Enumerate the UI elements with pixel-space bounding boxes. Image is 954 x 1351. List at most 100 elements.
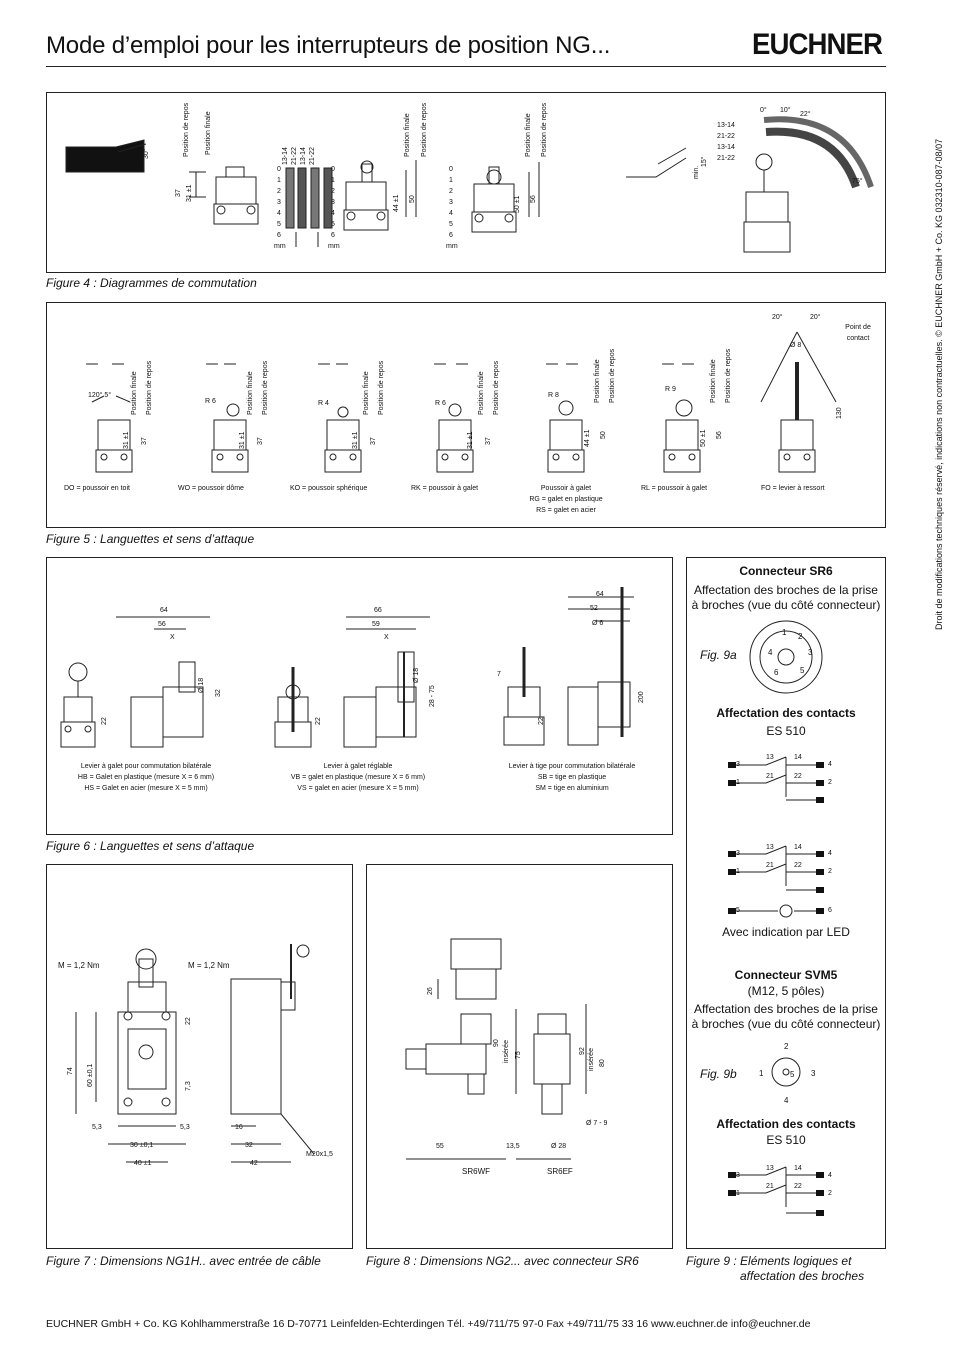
- figure-9-caption-1: Figure 9 : Eléments logiques et: [686, 1254, 852, 1268]
- f6-d64b: 64: [596, 591, 604, 598]
- f4-contact-4: 21-22: [309, 147, 316, 165]
- f5-r9: R 9: [665, 386, 676, 393]
- f7-d53a: 5,3: [92, 1124, 102, 1131]
- sr6-title: Connecteur SR6: [739, 564, 833, 578]
- f5-d37-1: 37: [141, 437, 148, 445]
- c1-t2: 2: [828, 779, 832, 786]
- sr6-pin-5: 5: [800, 666, 805, 675]
- f5-d37-4: 37: [485, 437, 492, 445]
- f4-contact-1: 13-14: [282, 147, 289, 165]
- c3-13: 13: [766, 1165, 774, 1172]
- fig-9b-label: Fig. 9b: [700, 1067, 737, 1081]
- f7-m20: M20x1,5: [306, 1151, 333, 1158]
- f7-d74: 74: [67, 1067, 74, 1075]
- f5-d31-4: 31 ±1: [467, 431, 474, 449]
- f7-d53b: 5,3: [180, 1124, 190, 1131]
- f8-d28: Ø 28: [551, 1143, 567, 1150]
- f4-repos-3: Position de repos: [541, 102, 548, 157]
- f6-label-3: Levier à tige pour commutation bilatéral…: [508, 763, 636, 792]
- page-footer: EUCHNER GmbH + Co. KG Kohlhammerstraße 1…: [46, 1318, 811, 1330]
- f5-d56: 56: [716, 431, 723, 439]
- f5-d31-2: 31 ±1: [239, 431, 246, 449]
- f5-d130: 130: [836, 407, 843, 419]
- f7-d16: 16: [235, 1124, 243, 1131]
- c2-t4: 4: [828, 850, 832, 857]
- c1-t1: 1: [736, 779, 740, 786]
- f4-a10: 10°: [780, 107, 791, 114]
- svm5-pin-3: 3: [811, 1069, 816, 1078]
- f5-d31-3: 31 ±1: [352, 431, 359, 449]
- f6-d22b: 22: [315, 717, 322, 725]
- f4-min: min.: [693, 165, 700, 179]
- f7-d22: 22: [185, 1017, 192, 1025]
- figure-4-caption: Figure 4 : Diagrammes de commutation: [46, 276, 257, 290]
- f7-d60: 60 ±0,1: [87, 1063, 94, 1087]
- es510-2: ES 510: [766, 1133, 806, 1147]
- f4-a0: 0°: [760, 107, 767, 114]
- figure-8-frame: [366, 864, 673, 1249]
- f8-d79: Ø 7 - 9: [586, 1120, 608, 1127]
- f5-ang120: 120° 5°: [88, 392, 112, 399]
- figure-9-caption-2: affectation des broches: [740, 1269, 865, 1283]
- f4-ang30: 30°: [143, 148, 150, 159]
- contacts-title-2: Affectation des contacts: [716, 1117, 856, 1131]
- f4-d50: 50: [409, 195, 416, 203]
- f7-d32: 32: [245, 1142, 253, 1149]
- f8-d135: 13,5: [506, 1143, 520, 1150]
- figure-5-drawing: [86, 331, 837, 473]
- f5-repos-1: Position de repos: [146, 360, 153, 415]
- f7-m1: M = 1,2 Nm: [58, 961, 100, 970]
- f5-point: Point de contact: [845, 324, 871, 342]
- f7-d42: 42: [250, 1160, 258, 1167]
- f8-d26: 26: [427, 987, 434, 995]
- figure-7-frame: [46, 864, 353, 1249]
- f5-d37-2: 37: [257, 437, 264, 445]
- figure-6-drawing: [60, 587, 634, 748]
- c3-t1: 1: [736, 1190, 740, 1197]
- f6-d2875: 28 - 75: [429, 685, 436, 707]
- f6-d6: Ø 6: [592, 620, 604, 627]
- c3-t4: 4: [828, 1172, 832, 1179]
- c2-t3: 3: [736, 850, 740, 857]
- f6-d59: 59: [372, 621, 380, 628]
- f4-finale-3: Position finale: [525, 113, 532, 157]
- c3-t3: 3: [736, 1172, 740, 1179]
- f5-finale-4: Position finale: [478, 371, 485, 415]
- f5-r8: R 8: [548, 392, 559, 399]
- f5-d44: 44 ±1: [584, 429, 591, 447]
- svm5-desc-1: Affectation des broches de la prise: [694, 1002, 878, 1016]
- f7-m2: M = 1,2 Nm: [188, 961, 230, 970]
- c1-t4: 4: [828, 761, 832, 768]
- figure-8-drawing: [405, 938, 587, 1160]
- c1-t3: 3: [736, 761, 740, 768]
- euchner-logo: EUCHNER: [752, 28, 883, 61]
- f4-a22: 22°: [800, 111, 811, 118]
- f5-d37-3: 37: [370, 437, 377, 445]
- c2-t2: 2: [828, 868, 832, 875]
- sr6-pin-6: 6: [774, 668, 779, 677]
- svm5-pin-5: 5: [790, 1070, 795, 1079]
- f4-d37: 37: [175, 189, 182, 197]
- c2-21: 21: [766, 862, 774, 869]
- f6-d200: 200: [638, 691, 645, 703]
- f8-d90: 90: [493, 1039, 500, 1047]
- f6-d64a: 64: [160, 607, 168, 614]
- f5-label-fo: FO = levier à ressort: [761, 485, 825, 492]
- svm5-pin-2: 2: [784, 1042, 789, 1051]
- f6-d32: 32: [215, 689, 222, 697]
- c1-22: 22: [794, 773, 802, 780]
- c1-14: 14: [794, 754, 802, 761]
- f5-finale-3: Position finale: [363, 371, 370, 415]
- svm5-pin-4: 4: [784, 1096, 789, 1105]
- figure-6-frame: [46, 557, 673, 835]
- f6-d18b: Ø 18: [413, 667, 420, 683]
- f8-d75: 75: [515, 1051, 522, 1059]
- f5-d50: 50: [600, 431, 607, 439]
- svm5-title: Connecteur SVM5: [734, 968, 838, 982]
- f8-ins1: insérée: [503, 1040, 510, 1063]
